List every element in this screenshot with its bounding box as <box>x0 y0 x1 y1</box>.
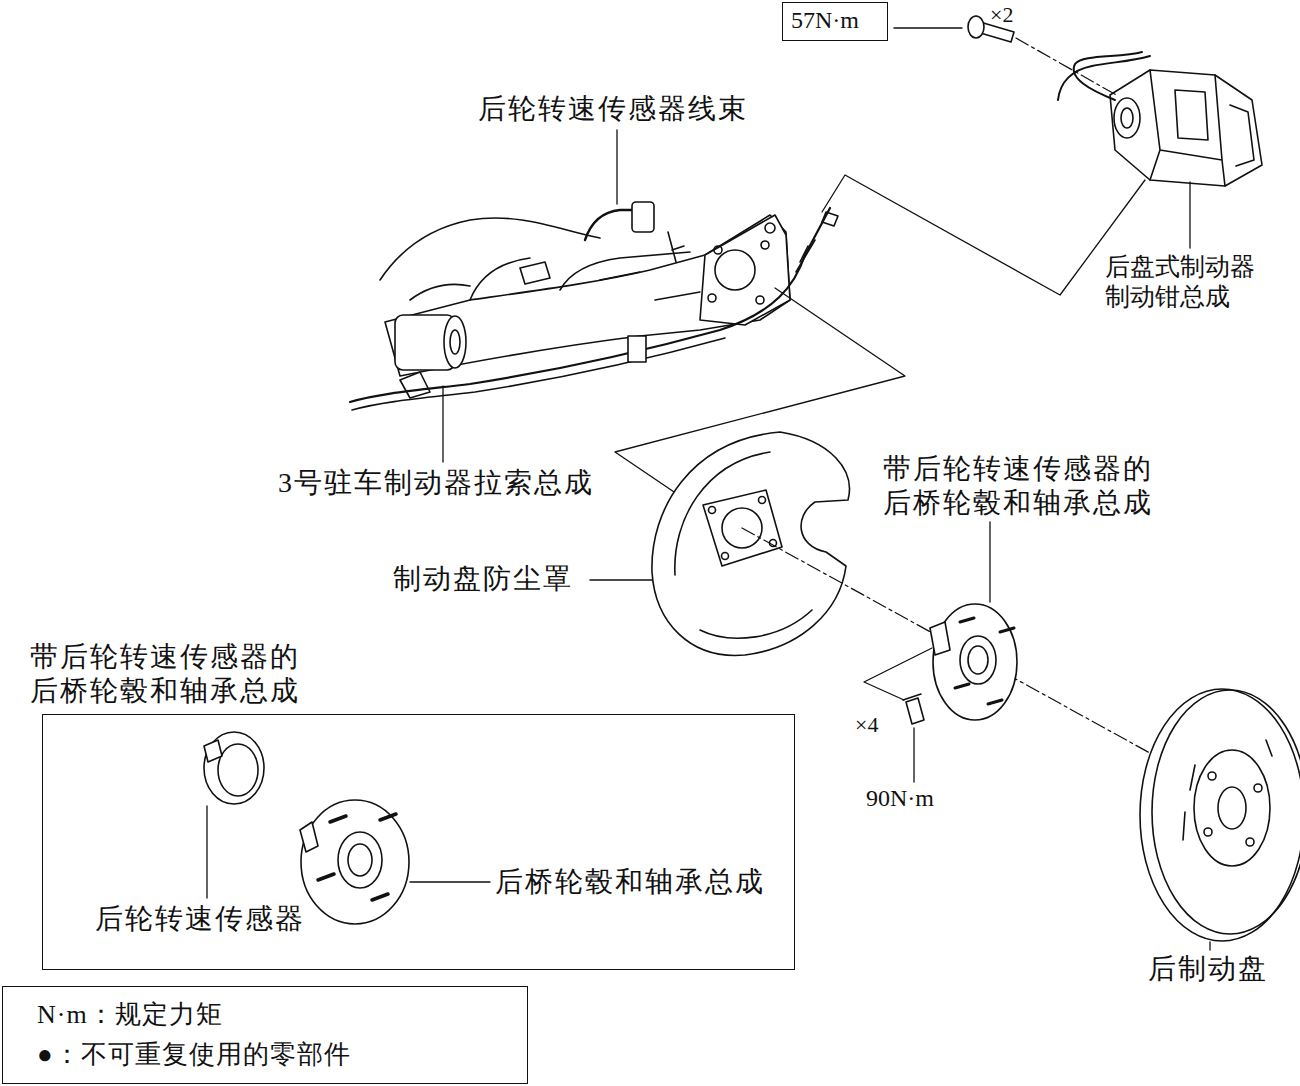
harness-clip <box>668 232 684 262</box>
leader-line <box>590 579 652 580</box>
shield-hole <box>722 553 729 560</box>
leader-line <box>442 386 443 462</box>
sensor-ring <box>204 732 264 804</box>
caliper-piston <box>1114 98 1140 138</box>
cable-clamp <box>628 336 646 362</box>
legend-text: ●：不可重复使用的零部件 <box>37 1039 351 1070</box>
brake-disc <box>1152 690 1300 934</box>
part-label: ×2 <box>990 2 1013 28</box>
part-label: 后轮转速传感器线束 <box>478 92 748 126</box>
center-line <box>1016 38 1118 96</box>
shield-hole <box>759 497 766 504</box>
axle-flange <box>700 215 790 325</box>
dust-shield-rib <box>675 452 812 638</box>
sensor-ring <box>218 744 258 796</box>
inset-hub <box>301 800 409 924</box>
torque-value: 57N·m <box>791 6 859 35</box>
disc-hole <box>1246 838 1254 846</box>
flange-hole <box>761 241 769 249</box>
part-label: 后盘式制动器 制动钳总成 <box>1105 252 1267 312</box>
brake-cable <box>350 208 830 402</box>
brake-hose <box>1058 56 1150 100</box>
part-label: 后制动盘 <box>1148 952 1268 986</box>
inset-stud <box>318 814 396 900</box>
brake-cable <box>352 338 725 410</box>
sensor-harness <box>585 210 634 240</box>
flange-hole <box>708 294 716 302</box>
hub-bolt <box>903 694 921 700</box>
disc-hole <box>1208 772 1216 780</box>
disc-hole <box>1218 787 1246 829</box>
leader-line <box>864 648 932 700</box>
legend-box: N·m：规定力矩 ●：不可重复使用的零部件 <box>2 986 528 1084</box>
part-label: 带后轮转速传感器的 后桥轮毂和轴承总成 <box>883 452 1165 519</box>
flange-hole <box>714 246 722 254</box>
leader-line <box>989 522 990 602</box>
part-label: 3号驻车制动器拉索总成 <box>278 466 594 500</box>
brake-disc <box>1140 689 1300 941</box>
caliper-piston <box>1121 108 1133 128</box>
flange-hole <box>756 296 764 304</box>
part-label: ×4 <box>855 712 878 738</box>
axle-bushing <box>450 330 460 354</box>
shield-hole <box>709 507 716 514</box>
torque-box: 57N·m <box>782 2 888 41</box>
leader-line <box>1209 942 1210 950</box>
axle-body <box>385 215 790 376</box>
caliper-body <box>1110 70 1262 186</box>
axle-structure <box>520 262 700 300</box>
dust-shield <box>652 432 849 655</box>
hub-center <box>968 646 988 674</box>
caliper-bolt <box>968 16 984 38</box>
hub-flange <box>933 604 1017 720</box>
inset-heading: 带后轮转速传感器的 后桥轮毂和轴承总成 <box>30 640 312 707</box>
part-label: 后桥轮毂和轴承总成 <box>495 865 765 899</box>
legend-text: N·m：规定力矩 <box>37 999 223 1030</box>
hub-bolt <box>906 698 924 724</box>
cable-end <box>796 212 838 272</box>
link-line <box>822 175 1145 295</box>
part-label: 制动盘防尘罩 <box>393 562 573 596</box>
leader-line <box>913 728 914 782</box>
inset-hub <box>348 844 372 876</box>
caliper-detail <box>1150 70 1254 186</box>
inset-tab <box>300 822 318 852</box>
leader-line <box>616 130 617 204</box>
disc-hole <box>1204 828 1212 836</box>
sensor-tab <box>204 740 222 762</box>
part-label: 90N·m <box>866 784 934 813</box>
flange-hole <box>715 250 755 290</box>
disc-mark <box>1183 740 1272 840</box>
leader-line <box>206 806 207 898</box>
leader-line <box>894 27 962 28</box>
hub-stud <box>955 618 1014 704</box>
inset-hub <box>338 832 382 888</box>
leader-line <box>410 881 490 882</box>
part-label: 后轮转速传感器 <box>95 902 305 936</box>
disc-hat <box>1194 750 1270 866</box>
leader-line <box>1189 182 1190 248</box>
disc-hole <box>1254 784 1262 792</box>
axle-bushing <box>444 316 466 368</box>
inset-box: 带后轮转速传感器的 后桥轮毂和轴承总成后轮转速传感器 后桥轮毂和轴承总成 <box>28 640 800 975</box>
flange-hole <box>765 223 775 233</box>
sensor-connector <box>632 202 654 232</box>
hub-center <box>960 636 996 684</box>
hub-sensor <box>930 622 950 655</box>
cable-bracket <box>400 372 430 398</box>
